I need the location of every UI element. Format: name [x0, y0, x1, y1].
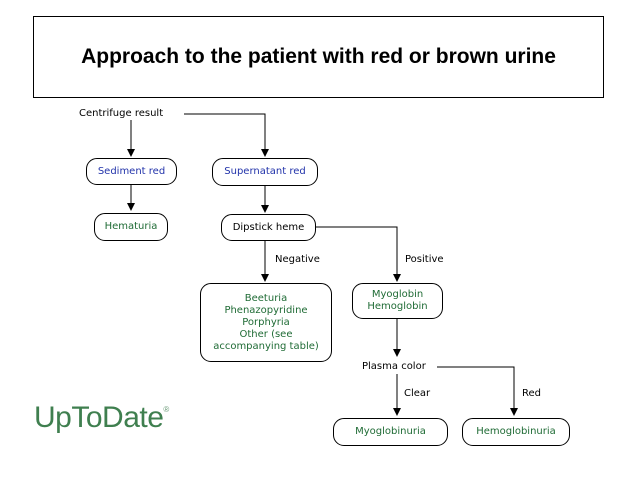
edge-label-red: Red	[522, 388, 541, 399]
myoglobin-text: Myoglobin	[371, 289, 424, 300]
edge-centrifuge-supernatant	[184, 113, 269, 157]
uptodate-logo: UpToDate®	[34, 401, 169, 435]
logo-text: UpToDate	[34, 401, 164, 434]
node-dipstick-heme: Dipstick heme	[221, 214, 316, 241]
node-negative-causes: Beeturia Phenazopyridine Porphyria Other…	[200, 283, 332, 362]
node-supernatant-red: Supernatant red	[212, 158, 318, 186]
registered-mark: ®	[163, 405, 169, 414]
node-hemoglobinuria: Hemoglobinuria	[462, 418, 570, 446]
edge-label-clear: Clear	[404, 388, 431, 399]
node-sediment-red: Sediment red	[86, 158, 177, 185]
diagram-title: Approach to the patient with red or brow…	[33, 16, 604, 98]
edge-label-negative: Negative	[275, 254, 320, 265]
node-myoglobinuria: Myoglobinuria	[333, 418, 448, 446]
node-myoglobin-hemoglobin: Myoglobin Hemoglobin	[352, 283, 443, 319]
hemoglobin-text: Hemoglobin	[367, 301, 428, 312]
node-hematuria: Hematuria	[94, 213, 168, 241]
negative-cause-other: Other (see	[239, 328, 293, 340]
edge-dipstick-positive	[316, 226, 401, 282]
negative-cause-porphyria: Porphyria	[242, 316, 290, 328]
negative-cause-phenazopyridine: Phenazopyridine	[224, 304, 308, 316]
node-plasma-color: Plasma color	[362, 361, 426, 372]
edge-plasma-hemoglobinuria	[437, 366, 518, 416]
negative-cause-other-cont: accompanying table)	[213, 340, 319, 352]
node-centrifuge-result: Centrifuge result	[79, 108, 164, 119]
edge-label-positive: Positive	[405, 254, 444, 265]
negative-cause-beeturia: Beeturia	[244, 292, 288, 304]
